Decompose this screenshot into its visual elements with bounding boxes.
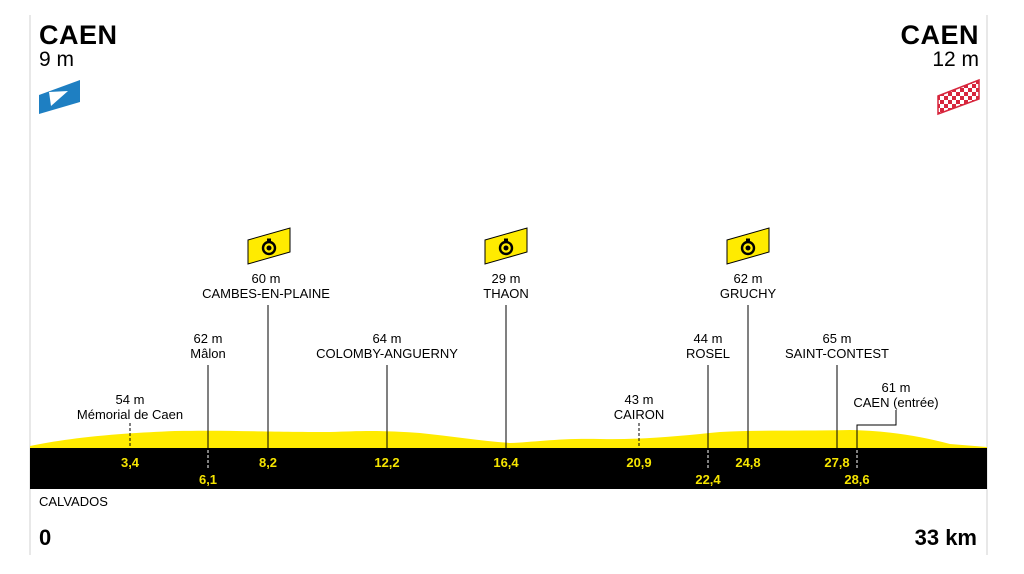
km-marker: 22,4 [695, 472, 721, 487]
stopwatch-icon [726, 227, 770, 265]
stopwatch-icon [247, 227, 291, 265]
road-band [30, 448, 987, 489]
waypoint-markers [129, 305, 897, 448]
distance-end: 33 km [914, 525, 977, 550]
km-marker: 20,9 [626, 455, 652, 470]
km-marker: 12,2 [374, 455, 400, 470]
region-label: CALVADOS [39, 494, 108, 509]
km-marker: 8,2 [258, 455, 278, 470]
finish-city: CAEN [900, 20, 979, 50]
start-altitude: 9 m [39, 48, 75, 71]
km-marker: 24,8 [735, 455, 761, 470]
km-marker: 16,4 [493, 455, 519, 470]
km-marker: 3,4 [120, 455, 140, 470]
start-flag-icon [39, 80, 80, 114]
elevation-profile [30, 430, 987, 448]
finish-altitude: 12 m [932, 48, 979, 71]
km-marker: 27,8 [824, 455, 850, 470]
stopwatch-icon [484, 227, 528, 265]
distance-start: 0 [39, 525, 52, 550]
km-marker: 6,1 [198, 472, 218, 487]
finish-flag-icon [937, 78, 980, 116]
start-city: CAEN [39, 20, 118, 50]
waypoint-line [856, 410, 897, 448]
km-marker: 28,6 [844, 472, 870, 487]
